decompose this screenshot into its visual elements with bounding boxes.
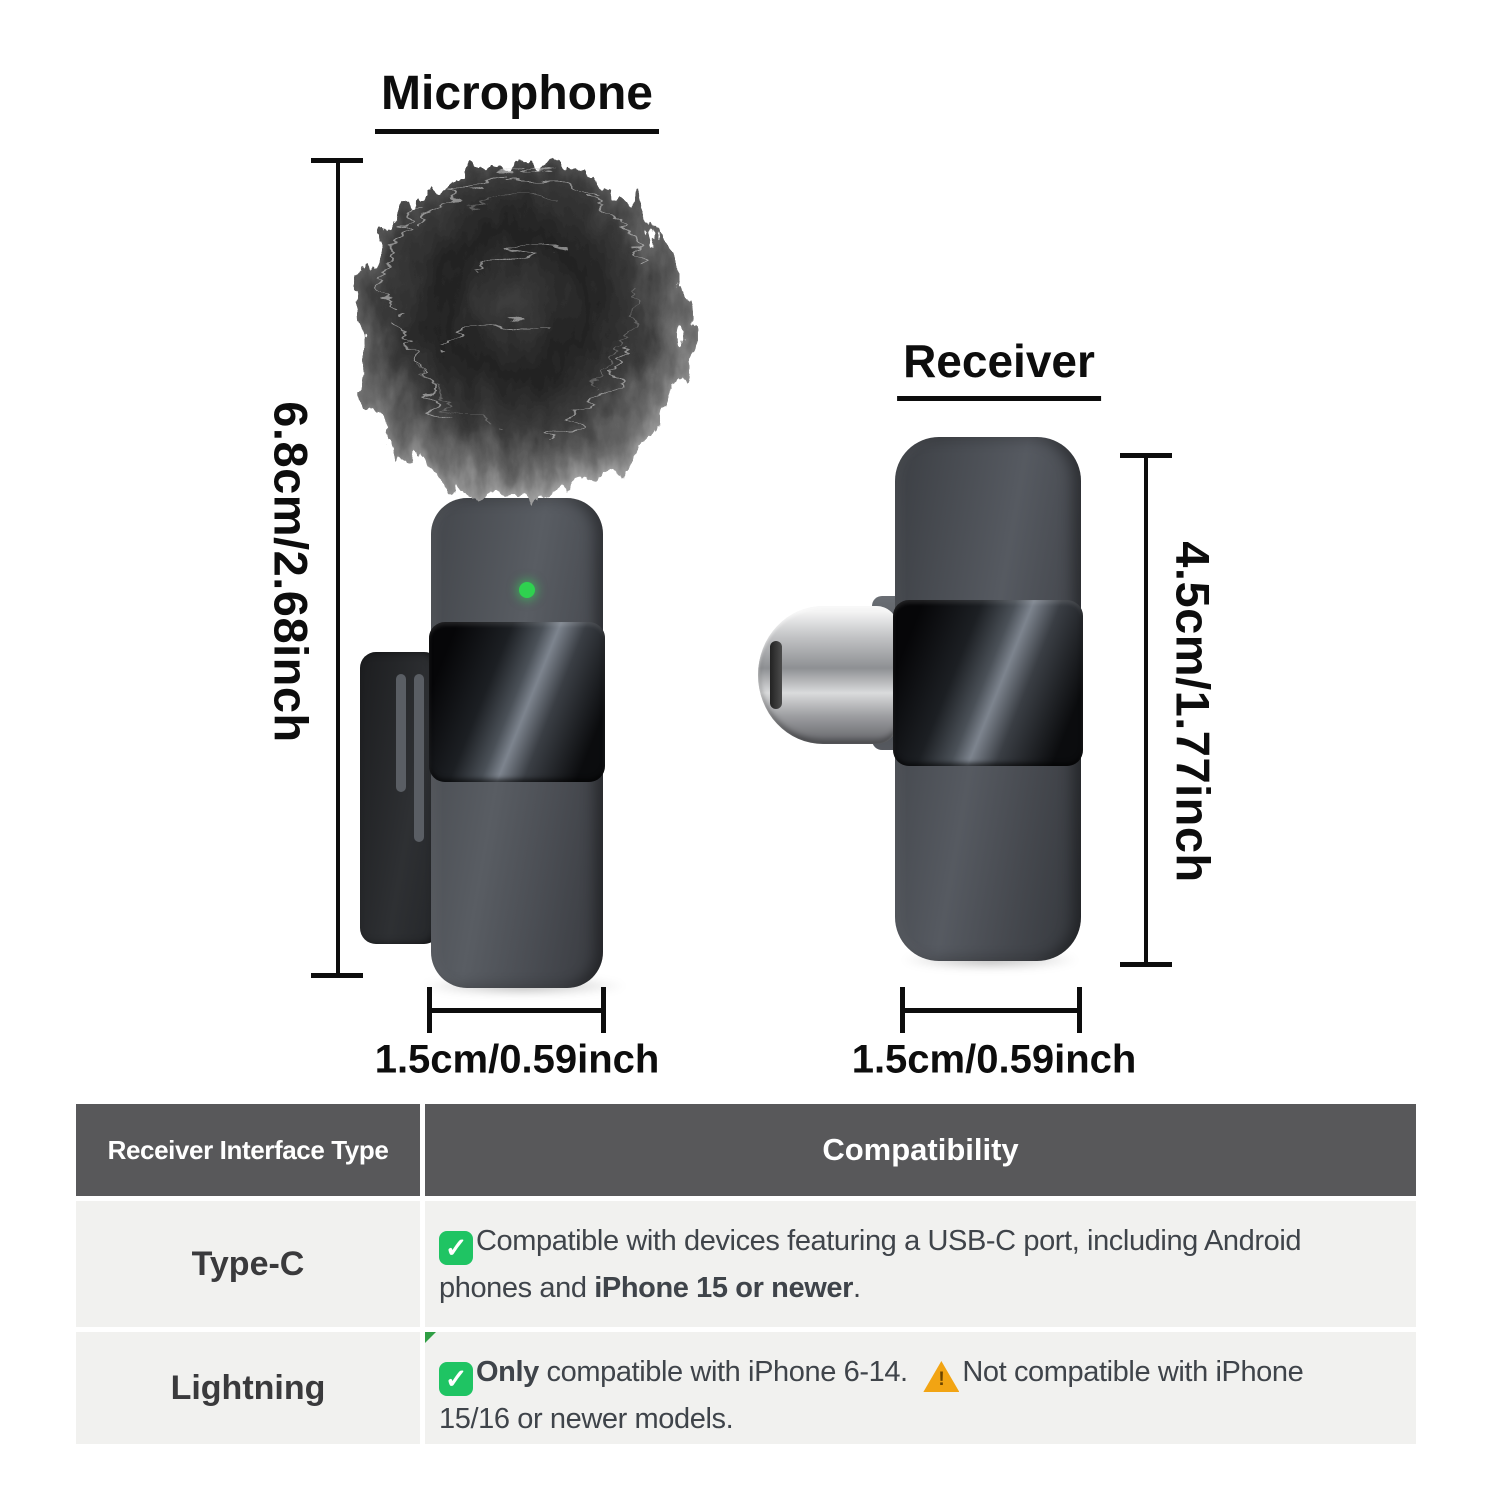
warning-icon: ! (923, 1361, 960, 1392)
mic-width-label: 1.5cm/0.59inch (374, 1037, 660, 1082)
compat-text: ✓Only compatible with iPhone 6-14. !Not … (439, 1356, 1304, 1435)
mic-height-label: 6.8cm/2.68inch (264, 401, 318, 743)
mic-width-tick-left (427, 987, 432, 1033)
mic-width-line (427, 1008, 606, 1013)
mic-windscreen-pompom (352, 162, 688, 498)
check-icon: ✓ (439, 1231, 473, 1265)
receiver-width-tick-right (1077, 987, 1082, 1033)
receiver-width-tick-left (900, 987, 905, 1033)
receiver-height-cap-top (1120, 453, 1172, 458)
receiver-height-label: 4.5cm/1.77inch (1166, 541, 1220, 883)
microphone-title: Microphone (375, 66, 659, 134)
mic-led-indicator (519, 582, 535, 598)
mic-height-cap-bottom (311, 973, 363, 978)
table-cell-interface-lightning: Lightning (76, 1332, 420, 1444)
mic-width-tick-right (601, 987, 606, 1033)
usb-c-plug-opening (770, 641, 782, 709)
comment-marker-icon (425, 1332, 436, 1343)
mic-height-line (336, 160, 340, 978)
receiver-height-line (1144, 455, 1148, 967)
clip-slot (396, 674, 406, 792)
clip-slot (414, 674, 424, 842)
table-cell-compat-lightning: ✓Only compatible with iPhone 6-14. !Not … (425, 1332, 1416, 1444)
mic-back-clip (360, 652, 440, 944)
receiver-gloss-band (893, 600, 1083, 766)
table-header-compatibility: Compatibility (425, 1104, 1416, 1196)
mic-height-cap-top (311, 158, 363, 163)
table-cell-interface-type-c: Type-C (76, 1201, 420, 1327)
table-header-interface: Receiver Interface Type (76, 1104, 420, 1196)
receiver-height-cap-bottom (1120, 962, 1172, 967)
receiver-width-line (900, 1008, 1082, 1013)
receiver-width-label: 1.5cm/0.59inch (851, 1037, 1137, 1082)
compatibility-table: Receiver Interface Type Compatibility Ty… (76, 1104, 1416, 1444)
mic-gloss-band (429, 622, 605, 782)
receiver-title: Receiver (897, 334, 1101, 401)
table-cell-compat-type-c: ✓Compatible with devices featuring a USB… (425, 1201, 1416, 1327)
check-icon: ✓ (439, 1362, 473, 1396)
